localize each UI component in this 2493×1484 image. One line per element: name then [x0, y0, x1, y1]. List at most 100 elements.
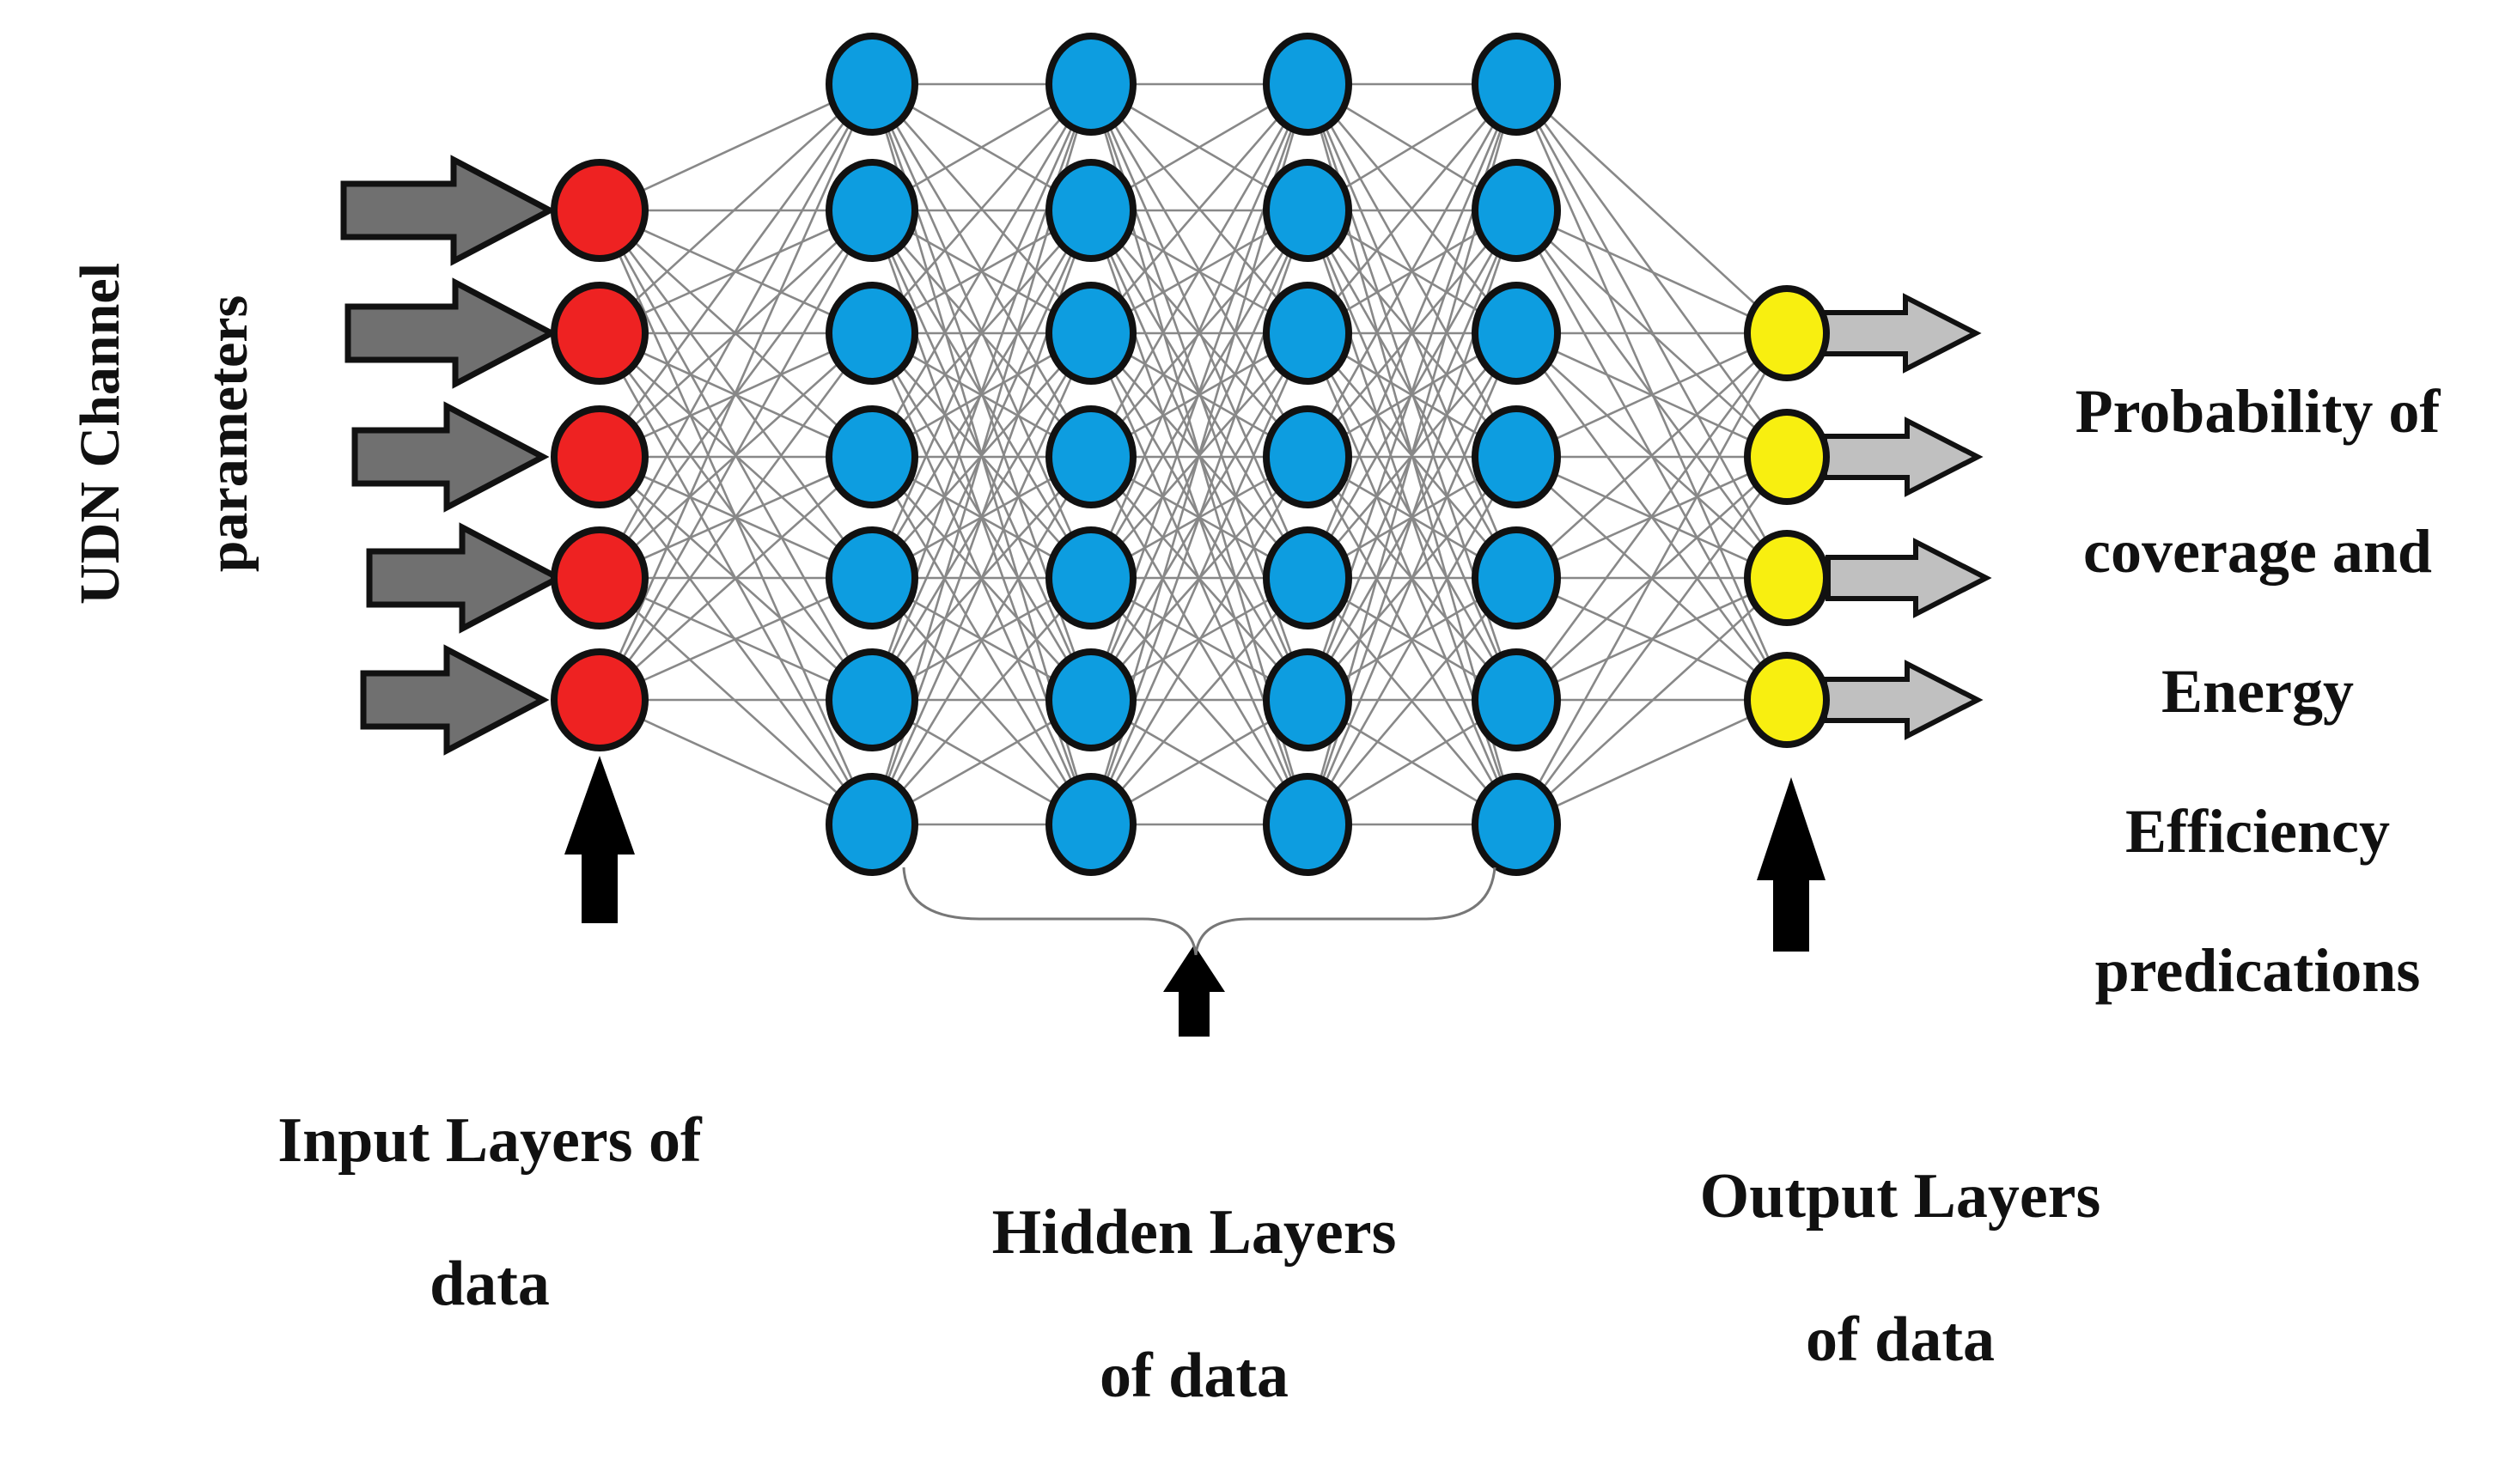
udn-channel-parameters-label: UDN Channel parameters	[4, 193, 259, 674]
output-title-line-1: Probability of	[2075, 377, 2441, 447]
hidden-2-neuron	[1045, 648, 1137, 751]
connection-line	[599, 210, 873, 458]
connection-line	[870, 83, 1093, 458]
output-layers-caption: Output Layers of data	[1643, 1089, 2158, 1448]
hidden-1-neuron	[826, 773, 918, 876]
hidden-3-neuron	[1263, 526, 1352, 629]
hidden-2-neuron	[1045, 773, 1137, 876]
hidden-1-neuron	[826, 282, 918, 385]
input-caption-line-1: Input Layers of	[277, 1104, 702, 1176]
input-arrow	[340, 155, 557, 266]
input-caption-line-2: data	[430, 1248, 550, 1319]
connection-line	[871, 577, 1092, 825]
hidden-2-neuron	[1045, 159, 1137, 262]
connection-line	[1515, 83, 1789, 701]
neural-network-diagram	[340, 33, 1992, 1037]
output-arrow	[1822, 660, 1984, 740]
connection-line	[1515, 698, 1788, 826]
connection-line	[599, 83, 873, 334]
connection-line	[1307, 83, 1517, 334]
connection-line	[871, 83, 1092, 334]
connection-line	[1306, 332, 1518, 825]
hidden-1-neuron	[826, 159, 918, 262]
input-arrow	[344, 277, 558, 389]
hidden-4-neuron	[1472, 526, 1561, 629]
connection-line	[598, 210, 874, 701]
input-neuron	[551, 159, 649, 262]
hidden-3-neuron	[1263, 405, 1352, 508]
output-neuron	[1744, 652, 1830, 748]
connection-line	[1306, 456, 1518, 825]
connection-line	[1515, 332, 1788, 579]
input-arrow	[366, 522, 565, 634]
connection-line	[870, 456, 1093, 825]
connection-line	[598, 83, 874, 579]
hidden-3-neuron	[1263, 159, 1352, 262]
hidden-4-neuron	[1472, 648, 1561, 751]
hidden-2-neuron	[1045, 405, 1137, 508]
connection-line	[598, 332, 874, 701]
hidden-layers-brace	[902, 867, 1496, 956]
input-arrow	[351, 401, 550, 513]
connection-line	[599, 82, 873, 212]
connection-line	[1515, 577, 1788, 825]
connection-line	[1515, 332, 1789, 701]
output-arrow	[1826, 538, 1992, 618]
connection-line	[599, 698, 873, 826]
neurons	[551, 33, 1830, 876]
output-title-line-3: Energy	[2161, 656, 2354, 726]
hidden-3-neuron	[1263, 648, 1352, 751]
output-title-line-2: coverage and	[2083, 517, 2432, 587]
hidden-caption-line-1: Hidden Layers	[991, 1196, 1397, 1268]
hidden-2-neuron	[1045, 282, 1137, 385]
connection-line	[1515, 83, 1789, 579]
connection-line	[598, 83, 874, 458]
connection-line	[1090, 83, 1308, 334]
output-pointer-arrow	[1757, 777, 1826, 952]
input-arrows	[340, 155, 565, 756]
connection-line	[1089, 83, 1309, 458]
connection-line	[1515, 83, 1788, 334]
connection-line	[1089, 332, 1309, 825]
output-arrow	[1822, 417, 1984, 497]
hidden-1-neuron	[826, 33, 918, 136]
hidden-4-neuron	[1472, 405, 1561, 508]
connection-line	[598, 83, 874, 701]
hidden-3-neuron	[1263, 773, 1352, 876]
output-neuron	[1744, 409, 1830, 505]
connection-line	[598, 456, 874, 825]
connection-line	[870, 332, 1093, 825]
connection-line	[1515, 331, 1788, 459]
connection-line	[1089, 456, 1309, 825]
side-label-line-2: parameters	[196, 295, 259, 573]
connection-line	[1515, 332, 1789, 825]
connection-line	[870, 83, 1093, 579]
connection-line	[1515, 456, 1789, 825]
input-layers-caption: Input Layers of data	[232, 1033, 747, 1392]
output-title-line-4: Efficiency	[2125, 796, 2390, 866]
output-arrows	[1820, 293, 1992, 740]
connection-line	[1089, 83, 1309, 579]
input-arrow	[360, 644, 550, 756]
side-label-line-1: UDN Channel	[68, 263, 131, 605]
connection-line	[1515, 83, 1789, 458]
hidden-2-neuron	[1045, 33, 1137, 136]
hidden-caption-line-2: of data	[1100, 1340, 1289, 1411]
hidden-pointer-arrow	[1163, 945, 1225, 1037]
connection-line	[1306, 83, 1518, 458]
hidden-2-neuron	[1045, 526, 1137, 629]
connection-line	[1306, 83, 1518, 579]
hidden-1-neuron	[826, 405, 918, 508]
output-neuron	[1744, 285, 1830, 381]
output-caption-line-1: Output Layers	[1699, 1160, 2101, 1232]
output-title-line-5: predications	[2094, 936, 2421, 1006]
hidden-1-neuron	[826, 526, 918, 629]
hidden-4-neuron	[1472, 159, 1561, 262]
output-arrow	[1820, 293, 1982, 374]
pointer-arrows	[564, 756, 1826, 1037]
hidden-1-neuron	[826, 648, 918, 751]
input-neuron	[551, 648, 649, 751]
connection-line	[1515, 209, 1788, 335]
connections	[598, 82, 1789, 826]
connection-line	[1090, 577, 1308, 825]
